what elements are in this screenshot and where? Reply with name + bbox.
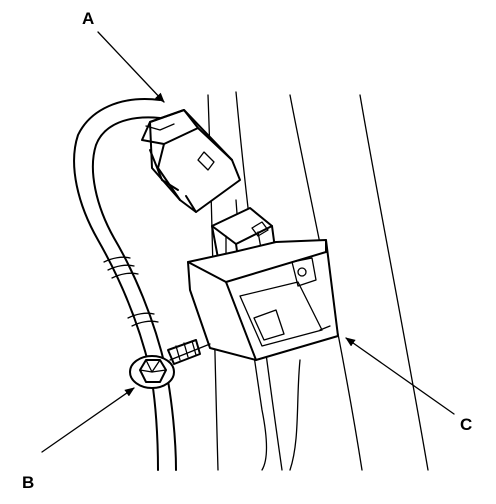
- leader-lines: [41, 31, 455, 453]
- callout-label-c: C: [460, 415, 472, 434]
- bolt-b: [129, 339, 211, 389]
- callout-label-b: B: [22, 473, 34, 492]
- bracket-c: [187, 239, 339, 361]
- wire-harness: [73, 98, 177, 471]
- callout-label-a: A: [82, 9, 94, 28]
- connector-a: [141, 109, 241, 213]
